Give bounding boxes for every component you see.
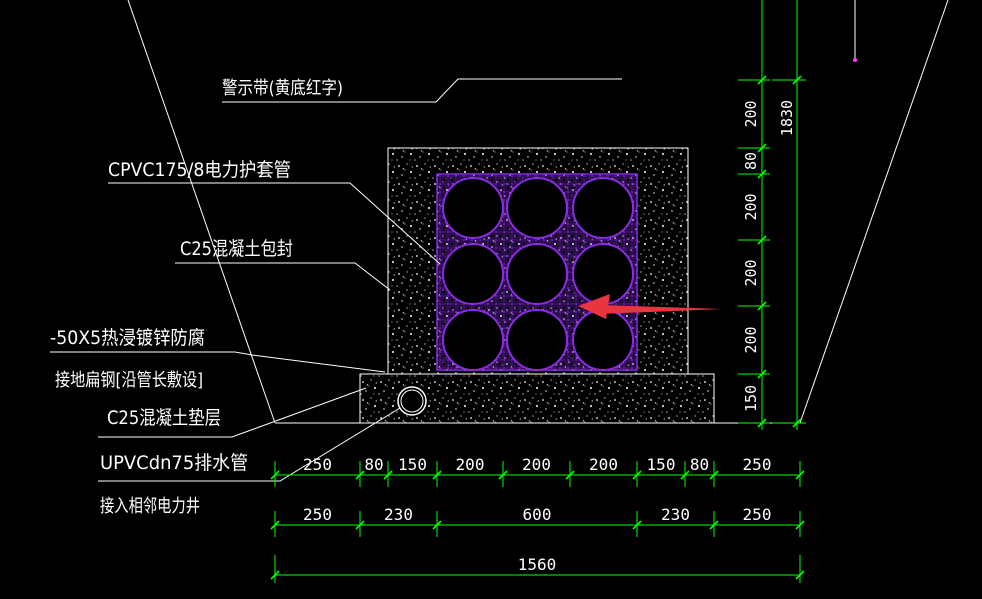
horizontal-dimension-row-1: 250 80 150 200 200 200 150 80 250 [270, 455, 805, 487]
dimension-value: 200 [742, 100, 760, 127]
dimension-tick [757, 75, 767, 85]
dimension-value: 200 [742, 259, 760, 286]
vertical-dimension-total: 1830 [772, 0, 806, 430]
dimension-tick [757, 369, 767, 379]
dimension-value: 200 [742, 193, 760, 220]
dimension-tick [757, 418, 767, 428]
label-connect-well: 接入相邻电力井 [100, 496, 200, 517]
leader-lines [50, 78, 622, 482]
dimension-value: 150 [647, 455, 676, 474]
dimension-value: 600 [523, 505, 552, 524]
conduit-grid [442, 177, 634, 371]
dimension-tick [757, 301, 767, 311]
dimension-total-value: 1560 [518, 555, 557, 574]
conduit-pipe-icon [442, 309, 504, 371]
dimension-tick [355, 520, 365, 530]
dimension-tick [792, 418, 802, 428]
label-ground-strip-1: -50X5热浸镀锌防腐 [50, 327, 205, 349]
dimension-tick [432, 520, 442, 530]
dimension-value: 200 [456, 455, 485, 474]
horizontal-dimension-row-2: 250 230 600 230 250 [270, 505, 805, 537]
conduit-pipe-icon [572, 243, 634, 305]
dimension-value: 150 [398, 455, 427, 474]
conduit-pipe-icon [442, 177, 504, 239]
dimension-value: 80 [742, 152, 760, 170]
dimension-tick [757, 143, 767, 153]
dimension-tick [565, 470, 575, 480]
dimension-tick [270, 470, 280, 480]
dimension-tick [432, 470, 442, 480]
conduit-pipe-icon [506, 243, 568, 305]
dimension-tick [795, 470, 805, 480]
dimension-tick [795, 520, 805, 530]
dimension-tick [498, 470, 508, 480]
dimension-tick [709, 520, 719, 530]
dimension-value: 250 [743, 505, 772, 524]
dimension-tick [632, 520, 642, 530]
dimension-tick [757, 169, 767, 179]
drain-pipe-icon [397, 386, 427, 416]
dimension-value: 200 [522, 455, 551, 474]
dimension-value: 250 [303, 455, 332, 474]
dimension-tick [632, 470, 642, 480]
dimension-value: 230 [384, 505, 413, 524]
dimension-total-value: 1830 [778, 100, 796, 136]
dimension-tick [757, 235, 767, 245]
conduit-pipe-icon [506, 177, 568, 239]
dimension-value: 200 [742, 326, 760, 353]
horizontal-dimension-total: 1560 [270, 555, 805, 583]
red-arrow-icon [578, 294, 722, 319]
label-conduit: CPVC175/8电力护套管 [108, 159, 291, 181]
label-ground-strip-2: 接地扁钢[沿管长敷设] [55, 370, 203, 391]
dimension-tick [270, 520, 280, 530]
dimension-tick [792, 75, 802, 85]
label-warning-tape: 警示带(黄底红字) [222, 78, 343, 99]
dimension-value: 150 [742, 385, 760, 412]
conduit-pipe-icon [506, 309, 568, 371]
dimension-tick [383, 470, 393, 480]
dimension-tick [709, 470, 719, 480]
top-marker-dot [853, 58, 857, 62]
dimension-value: 250 [743, 455, 772, 474]
dimension-value: 250 [303, 505, 332, 524]
vertical-dimension-chain: 200 80 200 200 200 150 [738, 0, 770, 430]
dimension-value: 230 [661, 505, 690, 524]
dimension-tick [795, 570, 805, 580]
dimension-tick [270, 570, 280, 580]
drain-pipe-inner-icon [400, 389, 424, 413]
conduit-pipe-icon [572, 177, 634, 239]
dimension-value: 200 [589, 455, 618, 474]
conduit-pipe-icon [572, 309, 634, 371]
dimension-tick [355, 470, 365, 480]
label-drain-pipe: UPVCdn75排水管 [100, 452, 248, 474]
dimension-value: 80 [690, 455, 709, 474]
label-cushion: C25混凝土垫层 [107, 407, 221, 429]
annotation-labels: 警示带(黄底红字) CPVC175/8电力护套管 C25混凝土包封 -50X5热… [50, 78, 343, 517]
label-encasement: C25混凝土包封 [180, 238, 293, 260]
conduit-pipe-icon [442, 243, 504, 305]
dimension-value: 80 [364, 455, 383, 474]
dimension-tick [680, 470, 690, 480]
